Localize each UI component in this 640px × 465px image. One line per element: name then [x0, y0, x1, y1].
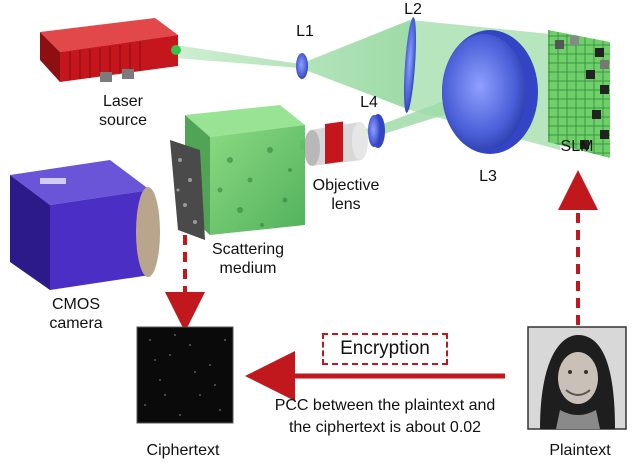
beam-laser-to-l2: [175, 20, 410, 110]
lens-l4: [368, 114, 385, 148]
cmos-camera: [10, 160, 160, 290]
label-cmos-camera: CMOS camera: [49, 296, 103, 332]
lens-l1: [296, 53, 308, 79]
scattering-medium: [170, 105, 305, 240]
speckle-pattern-icon: [136, 326, 234, 424]
face-portrait-icon: [527, 326, 627, 430]
label-l3: L3: [479, 168, 497, 185]
label-l2: L2: [404, 1, 422, 18]
slm-device: [548, 30, 610, 158]
label-scattering-medium: Scattering medium: [211, 241, 285, 277]
beam-l3-to-l4: [380, 95, 460, 135]
label-l1: L1: [296, 23, 314, 40]
encryption-label: Encryption: [340, 338, 430, 359]
label-slm: SLM: [560, 138, 594, 155]
laser-source: [40, 18, 181, 82]
objective-lens: [304, 121, 368, 166]
label-ciphertext: Ciphertext: [146, 442, 220, 459]
label-laser-source: Laser source: [98, 93, 148, 129]
encryption-label-box: Encryption: [322, 333, 448, 365]
lens-l2: [403, 17, 417, 113]
label-plaintext: Plaintext: [549, 442, 611, 459]
lens-l3: [442, 30, 538, 154]
label-l4: L4: [360, 94, 378, 111]
pcc-note: PCC between the plaintext and the cipher…: [274, 397, 496, 436]
label-objective-lens: Objective lens: [312, 177, 380, 213]
